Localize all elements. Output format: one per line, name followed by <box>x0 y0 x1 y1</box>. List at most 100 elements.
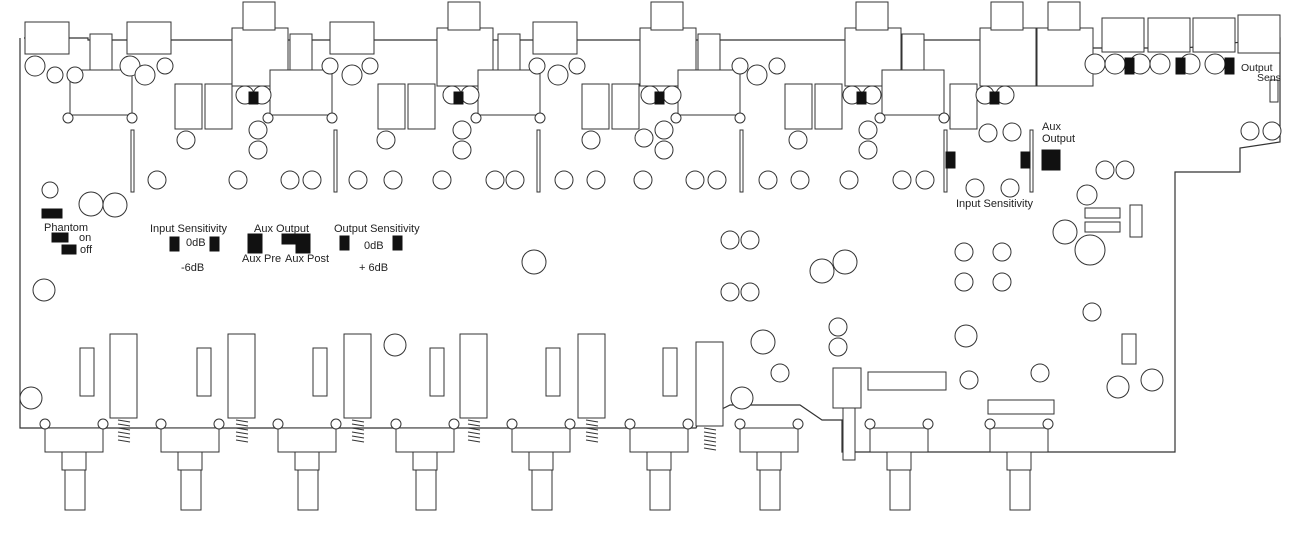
relay-b-2 <box>611 83 640 130</box>
capacitor-82 <box>1052 219 1078 245</box>
jack-peg-left-4 <box>874 112 886 124</box>
pot-shaft-4 <box>531 469 553 511</box>
fader-master-stem <box>842 407 856 461</box>
capacitor-1 <box>46 66 64 84</box>
jumper-2 <box>61 244 77 255</box>
capacitor-59 <box>707 170 727 190</box>
connector-1 <box>126 21 172 55</box>
capacitor-39 <box>654 120 674 140</box>
capacitor-58 <box>685 170 705 190</box>
ic-3 <box>429 347 445 397</box>
right-input-sensitivity-label: Input Sensitivity <box>956 198 1034 210</box>
capacitor-61 <box>790 170 810 190</box>
pot-shaft-7 <box>889 469 911 511</box>
capacitor-38 <box>634 128 654 148</box>
capacitor-13 <box>528 57 546 75</box>
pot-peg-right-6 <box>792 418 804 430</box>
input-sensitivity-label: Input Sensitivity <box>150 223 228 235</box>
ic-5 <box>662 347 678 397</box>
ic-long-a <box>867 371 947 391</box>
relay-b-1 <box>407 83 436 130</box>
pot-neck-5 <box>646 451 672 471</box>
capacitor-54 <box>505 170 525 190</box>
capacitor-31 <box>176 130 196 150</box>
jack-top-0 <box>89 33 113 73</box>
pot-peg-right-7 <box>922 418 934 430</box>
spring-coil-1-2 <box>235 427 249 431</box>
jumper-3 <box>169 236 180 252</box>
capacitor-35 <box>452 120 472 140</box>
capacitor-97 <box>1106 375 1130 399</box>
spring-coil-5-3 <box>703 439 717 443</box>
spring-coil-3-1 <box>467 423 481 427</box>
capacitor-77 <box>832 249 858 275</box>
spring-coil-4-4 <box>585 435 599 439</box>
spring-coil-4-1 <box>585 423 599 427</box>
capacitor-43 <box>858 140 878 160</box>
capacitor-14 <box>547 64 569 86</box>
capacitor-101 <box>1240 121 1260 141</box>
capacitor-102 <box>1262 121 1282 141</box>
ic-long-b <box>987 399 1055 415</box>
spring-coil-0-2 <box>117 427 131 431</box>
xlr-jack-head-3 <box>855 1 889 31</box>
output-sens-label-line1: Output <box>1241 62 1273 74</box>
capacitor-90 <box>750 329 776 355</box>
capacitor-50 <box>348 170 368 190</box>
spring-coil-2-4 <box>351 435 365 439</box>
aux-pre-label: Aux Pre <box>242 253 281 265</box>
fader-2 <box>343 333 372 419</box>
jumper-0 <box>41 208 63 219</box>
capacitor-80 <box>954 272 974 292</box>
fader-1 <box>227 333 256 419</box>
led-rail-1 <box>333 129 338 193</box>
capacitor-94 <box>730 386 754 410</box>
pot-neck-1 <box>177 451 203 471</box>
pot-neck-4 <box>528 451 554 471</box>
spring-coil-5-2 <box>703 435 717 439</box>
capacitor-85 <box>1095 160 1115 180</box>
ic-0 <box>79 347 95 397</box>
capacitor-68 <box>78 191 104 217</box>
connector-6 <box>1192 17 1236 53</box>
relay-a-3 <box>784 83 813 130</box>
relay-b-0 <box>204 83 233 130</box>
pot-neck-6 <box>756 451 782 471</box>
spring-coil-5-4 <box>703 443 717 447</box>
capacitor-72 <box>720 230 740 250</box>
capacitor-51 <box>383 170 403 190</box>
capacitor-88 <box>828 317 848 337</box>
aux-post-label: Aux Post <box>285 253 329 265</box>
capacitor-65 <box>965 178 985 198</box>
spring-coil-4-5 <box>585 439 599 443</box>
capacitor-28 <box>1149 53 1171 75</box>
capacitor-32 <box>248 120 268 140</box>
led-rail-3 <box>739 129 744 193</box>
pot-peg-right-4 <box>564 418 576 430</box>
spring-coil-4-2 <box>585 427 599 431</box>
capacitor-67 <box>41 181 59 199</box>
pot-neck-2 <box>294 451 320 471</box>
connector-0 <box>24 21 70 55</box>
pot-shaft-8 <box>1009 469 1031 511</box>
capacitor-87 <box>1082 302 1102 322</box>
phantom-label: Phantom <box>44 222 88 234</box>
jumper-21 <box>654 91 665 105</box>
capacitor-76 <box>809 258 835 284</box>
pot-peg-left-3 <box>390 418 402 430</box>
jack-peg-right-0 <box>126 112 138 124</box>
output-plus-6db-label: + 6dB <box>359 262 388 274</box>
capacitor-93 <box>770 363 790 383</box>
xlr-jack-head-4 <box>990 1 1024 31</box>
capacitor-100 <box>19 386 43 410</box>
phantom-on-label: on <box>79 232 91 244</box>
capacitor-41 <box>788 130 808 150</box>
capacitor-75 <box>740 282 760 302</box>
capacitor-79 <box>992 242 1012 262</box>
capacitor-81 <box>992 272 1012 292</box>
pot-body-2 <box>277 427 337 453</box>
xlr-jack-head-2 <box>650 1 684 31</box>
spring-coil-2-2 <box>351 427 365 431</box>
capacitor-89 <box>828 337 848 357</box>
